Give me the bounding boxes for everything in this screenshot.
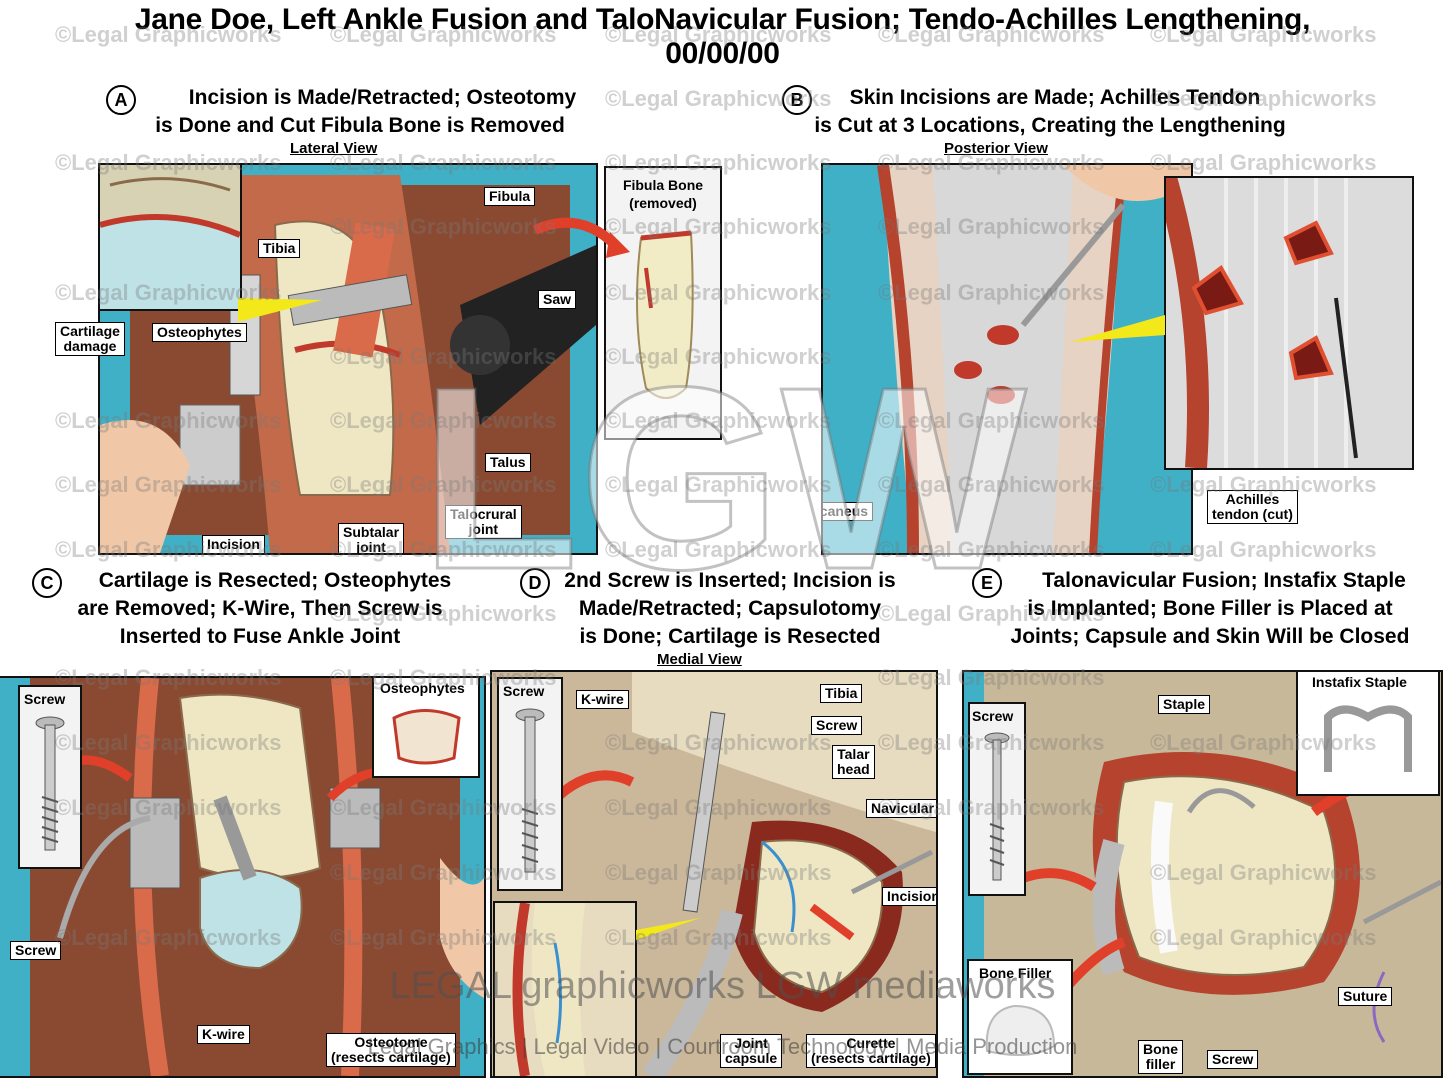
panel-e-screw-inset-label: Screw [972, 708, 1014, 724]
label-tibia: Tibia [258, 239, 301, 258]
panel-e-staple-inset: Instafix Staple [1296, 672, 1440, 796]
panel-a-letter: A [106, 85, 136, 115]
panel-e-staple-inset-label: Instafix Staple [1312, 674, 1407, 690]
capsule-inset-drawing [512, 903, 585, 1076]
panel-e-letter: E [972, 568, 1002, 598]
panel-c-letter: C [32, 568, 62, 598]
watermark-text: ©Legal Graphicworks [605, 537, 832, 562]
label-kwire: K-wire [576, 690, 629, 709]
panel-b-drawing [877, 165, 1191, 553]
achilles-inset-drawing [1166, 178, 1412, 468]
panel-d-letter: D [520, 568, 550, 598]
osteophytes-drawing [392, 709, 461, 765]
panel-a-illustration: Fibula Tibia Saw Osteophytes Talus Taloc… [98, 163, 598, 555]
panel-c-osteophytes-inset: Osteophytes [372, 678, 480, 778]
panel-e-bone-filler-inset: Bone Filler [967, 959, 1073, 1075]
footer-brand: LEGAL graphicworks LGW mediaworks [389, 965, 1056, 1007]
label-calcaneus: Calcaneus [823, 502, 874, 521]
staple-drawing [1324, 705, 1412, 772]
label-suture: Suture [1338, 987, 1393, 1006]
fibula-removed-inset: Fibula Bone(removed) [604, 166, 722, 440]
label-staple: Staple [1158, 695, 1211, 714]
panel-e-screw-inset: Screw [968, 702, 1026, 896]
panel-c-osteophytes-label: Osteophytes [380, 680, 465, 696]
panel-a-caption-2: is Done and Cut Fibula Bone is Removed [155, 114, 565, 137]
footer-tagline: Legal Graphics | Legal Video | Courtroom… [367, 1034, 1078, 1059]
panel-d-view: Medial View [657, 651, 742, 668]
panel-c-caption-2: are Removed; K-Wire, Then Screw is [77, 597, 443, 620]
label-incision: Incision [882, 887, 936, 906]
panel-c-screw-inset-label: Screw [24, 691, 66, 707]
fibula-removed-title: Fibula Bone(removed) [622, 177, 704, 211]
label-tibia: Tibia [820, 684, 863, 703]
panel-e-bone-filler-inset-label: Bone Filler [979, 965, 1052, 981]
panel-a-caption-1: Incision is Made/Retracted; Osteotomy [188, 86, 577, 109]
panel-b-caption-1: Skin Incisions are Made; Achilles Tendon [849, 86, 1261, 109]
panel-c-caption-1: Cartilage is Resected; Osteophytes [98, 569, 452, 592]
panel-c-screw-inset: Screw [18, 685, 82, 869]
panel-a-view: Lateral View [290, 140, 378, 157]
page-title: Jane Doe, Left Ankle Fusion and TaloNavi… [134, 3, 1311, 36]
panel-d-capsule-inset [493, 901, 637, 1076]
label-curette: Curette(resects cartilage) [806, 1034, 936, 1068]
label-fibula: Fibula [484, 187, 536, 206]
page-date: 00/00/00 [665, 37, 780, 70]
panel-d-screw-inset-label: Screw [503, 683, 545, 699]
panel-b-view: Posterior View [944, 140, 1048, 157]
label-incision: Incision [202, 535, 265, 553]
panel-d-caption-1: 2nd Screw is Inserted; Incision is [564, 569, 896, 592]
panel-b-letter: B [782, 85, 812, 115]
label-screw: Screw [811, 716, 863, 735]
label-screw: Screw [10, 941, 62, 960]
watermark-text: ©Legal Graphicworks [605, 472, 832, 497]
panel-e-illustration: Screw Instafix Staple Bone Filler Staple… [962, 670, 1443, 1078]
label-talus: Talus [485, 453, 531, 472]
panel-c-caption-3: Inserted to Fuse Ankle Joint [119, 625, 401, 648]
fibula-removed-drawing [636, 230, 694, 399]
label-navicular: Navicular [866, 799, 936, 818]
panel-e-caption-3: Joints; Capsule and Skin Will be Closed [1010, 625, 1410, 648]
label-osteotome: Osteotome(resects cartilage) [326, 1033, 456, 1067]
screw-drawing [35, 716, 65, 851]
panel-e-caption-1: Talonavicular Fusion; Instafix Staple [1042, 569, 1406, 592]
panel-d-caption-2: Made/Retracted; Capsulotomy [578, 597, 882, 620]
screw-drawing [984, 732, 1010, 881]
panel-e-drawing [984, 672, 1441, 1076]
panel-b-illustration: Calcaneus [821, 163, 1193, 555]
label-osteophytes: Osteophytes [152, 323, 247, 342]
panel-e-caption-2: is Implanted; Bone Filler is Placed at [1027, 597, 1393, 620]
panel-b-caption-2: is Cut at 3 Locations, Creating the Leng… [814, 114, 1286, 137]
panel-a-cartilage-inset [100, 165, 242, 311]
panel-b-achilles-inset [1164, 176, 1414, 470]
label-kwire: K-wire [197, 1025, 250, 1044]
bone-filler-drawing [985, 1004, 1056, 1056]
label-screw: Screw [1207, 1050, 1259, 1069]
panel-d-screw-inset: Screw [497, 677, 563, 891]
screw-drawing [515, 708, 545, 873]
cartilage-inset-drawing [100, 165, 240, 309]
panel-c-illustration: Screw Osteophytes Screw K-wire Osteotome… [0, 676, 486, 1078]
panel-d-caption-3: is Done; Cartilage is Resected [579, 625, 881, 648]
label-saw: Saw [538, 290, 577, 309]
